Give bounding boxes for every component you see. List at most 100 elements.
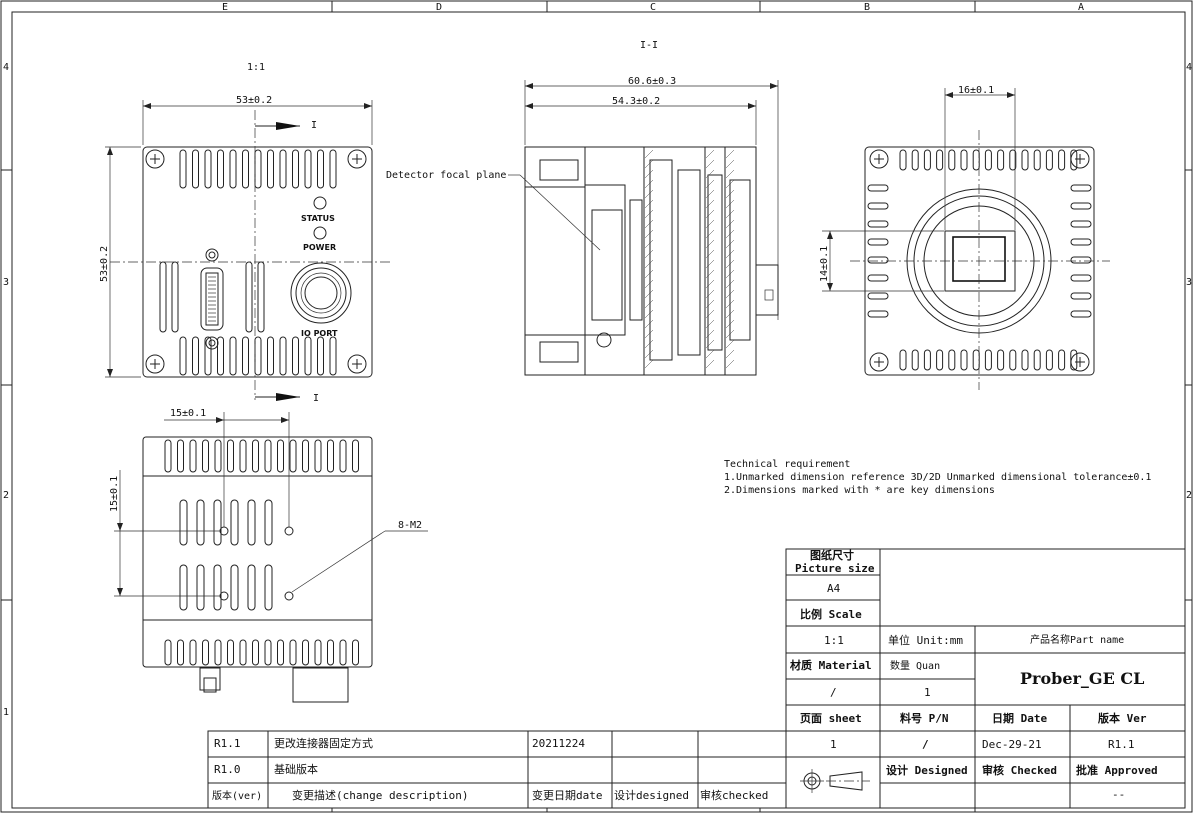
screw-icon	[347, 354, 367, 374]
io-port: IO PORT	[290, 262, 352, 338]
pn-value: /	[922, 738, 929, 751]
vent-slot	[1070, 256, 1092, 264]
sheet-label: 页面 sheet	[800, 712, 862, 725]
screw-icon	[869, 352, 889, 372]
vent-slot	[1058, 149, 1066, 171]
vent-slot	[214, 639, 222, 666]
vent-slot	[289, 639, 297, 666]
projection-symbol-icon	[800, 769, 870, 793]
front-height-dim: 53±0.2	[99, 246, 110, 282]
io-port-label: IO PORT	[301, 329, 338, 338]
vent-slot	[277, 439, 284, 473]
vent-slot	[972, 149, 980, 171]
vent-slot	[948, 349, 956, 371]
zone-row-4: 4	[3, 62, 9, 73]
vent-slot	[252, 439, 259, 473]
vent-slot	[899, 149, 907, 171]
vent-slot	[264, 564, 273, 611]
vent-slot	[1033, 149, 1041, 171]
vent-slot	[352, 639, 359, 666]
vent-slot	[867, 256, 889, 264]
rev-header-description: 变更描述(change description)	[292, 788, 468, 802]
rev-header-date: 变更日期date	[532, 788, 603, 802]
picture-size-cn: 图纸尺寸	[810, 548, 854, 562]
vent-slot	[1021, 149, 1029, 171]
vent-slot	[327, 439, 334, 473]
vent-slot	[267, 149, 274, 189]
vent-slot	[213, 499, 222, 546]
section-hatching	[644, 149, 735, 369]
vent-slot	[899, 349, 907, 371]
rear-mounting-screws	[869, 149, 1090, 372]
vent-slot	[911, 349, 919, 371]
vent-slot	[1070, 238, 1092, 246]
version-value: R1.1	[1108, 738, 1135, 751]
picture-size-value: A4	[827, 582, 841, 595]
vent-slot	[329, 149, 337, 189]
vent-slot	[230, 499, 239, 546]
vent-slot	[1058, 349, 1066, 371]
screw-icon	[1070, 352, 1090, 372]
screw-icon	[1070, 149, 1090, 169]
vent-slot	[192, 336, 199, 376]
vent-slot	[267, 336, 274, 376]
front-bottom-vent-slots	[179, 336, 337, 376]
zone-row-2: 2	[3, 490, 9, 501]
vent-slot	[177, 439, 184, 473]
tech-req-line-2: 2.Dimensions marked with * are key dimen…	[724, 485, 995, 496]
vent-slot	[202, 639, 209, 666]
vent-slot	[1033, 349, 1041, 371]
power-led-label: POWER	[303, 243, 336, 252]
vent-slot	[254, 149, 262, 189]
vent-slot	[1021, 349, 1029, 371]
vent-slot	[304, 149, 312, 189]
vent-slot	[277, 639, 284, 666]
vent-slot	[227, 439, 234, 473]
approved-value: --	[1112, 788, 1125, 801]
front-top-vent-slots	[179, 149, 337, 189]
zone-col-a: A	[1078, 2, 1084, 13]
camera-link-connector	[200, 248, 224, 350]
vent-slot	[159, 261, 167, 333]
vent-slot	[179, 336, 187, 376]
vent-slot	[911, 149, 919, 171]
vent-slot	[189, 639, 197, 666]
bottom-vent-slots	[164, 439, 359, 666]
vent-slot	[1070, 292, 1092, 300]
version-label: 版本 Ver	[1098, 711, 1147, 725]
zone-col-d: D	[436, 2, 442, 13]
revision-description: 更改连接器固定方式	[274, 736, 373, 750]
screw-icon	[145, 354, 165, 374]
zone-row-3: 3	[3, 277, 9, 288]
zone-labels: E D C B A 4 3 2 1 4 3 2	[3, 2, 1192, 718]
vent-slot	[289, 439, 297, 473]
checked-label: 审核 Checked	[982, 763, 1057, 777]
vent-slot	[239, 439, 247, 473]
vent-slot	[327, 639, 334, 666]
vent-slot	[329, 336, 337, 376]
overall-length-dim: 60.6±0.3	[628, 76, 676, 87]
sheet-value: 1	[830, 738, 837, 751]
vent-slot	[984, 149, 992, 171]
front-mounting-screws	[145, 149, 367, 374]
vent-slot	[1070, 274, 1092, 282]
thread-callout: 8-M2	[398, 520, 422, 531]
detector-focal-plane-callout: Detector focal plane	[386, 170, 506, 181]
vent-slot	[264, 439, 272, 473]
vent-slot	[302, 639, 309, 666]
vent-slot	[948, 149, 956, 171]
zone-row-1: 1	[3, 707, 9, 718]
rear-vent-slots	[867, 149, 1092, 371]
vent-slot	[177, 639, 184, 666]
vent-slot	[196, 499, 205, 546]
vent-slot	[867, 184, 889, 192]
screw-icon	[145, 149, 165, 169]
designed-label: 设计 Designed	[886, 763, 968, 777]
vent-slot	[314, 439, 322, 473]
section-mark-bottom: I	[313, 393, 319, 404]
vent-slot	[179, 564, 188, 611]
date-label: 日期 Date	[992, 711, 1047, 725]
rev-header-ver: 版本(ver)	[212, 789, 262, 802]
